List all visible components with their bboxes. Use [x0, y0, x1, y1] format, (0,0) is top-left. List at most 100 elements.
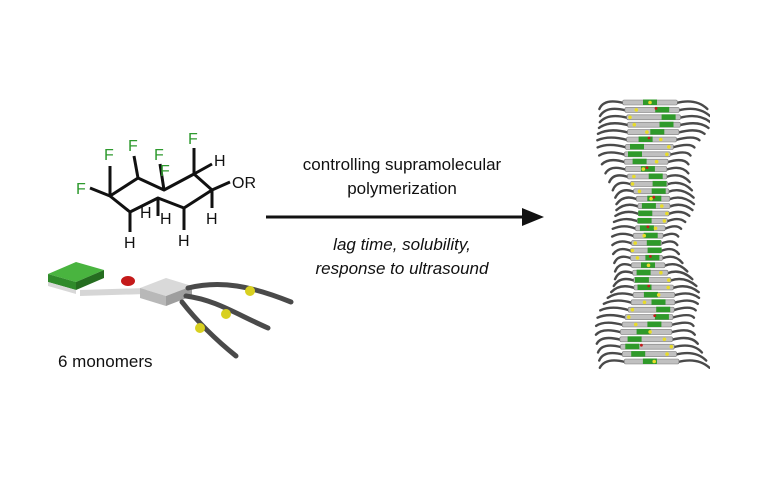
core-top — [48, 262, 104, 282]
side-chain — [660, 255, 684, 265]
atom-f-5: F — [76, 181, 86, 198]
alkyl-chains — [179, 281, 294, 359]
side-chain — [667, 189, 695, 199]
polymer-layer — [612, 277, 698, 288]
core-block — [630, 143, 644, 150]
accent-dot — [633, 241, 637, 245]
side-chain — [675, 100, 709, 111]
side-chain — [611, 181, 633, 192]
polymer-layer — [614, 210, 691, 218]
core-block — [639, 225, 654, 231]
amide-dot — [654, 107, 658, 110]
polymer-layer — [611, 240, 679, 247]
side-chain — [661, 232, 680, 238]
atom-h-2: H — [124, 235, 136, 252]
core-block — [627, 336, 642, 342]
branch-point-1 — [245, 286, 255, 296]
core-block — [631, 351, 646, 357]
polymer-layer — [599, 306, 697, 313]
side-chain — [598, 351, 625, 362]
side-chain — [598, 100, 625, 111]
polymer-layer — [615, 203, 694, 212]
polymer-layer — [600, 158, 690, 166]
side-chain — [600, 158, 627, 166]
accent-dot — [665, 152, 669, 157]
core-block — [652, 180, 667, 187]
core-block — [640, 166, 655, 172]
polymer-layer — [606, 291, 701, 300]
side-chain — [663, 263, 689, 273]
polymer-layer — [615, 195, 696, 206]
polymer-layer — [608, 173, 692, 184]
process-line-2: polymerization — [347, 179, 457, 198]
side-chain — [678, 114, 710, 124]
core-block — [646, 240, 661, 246]
accent-dot — [659, 270, 663, 275]
side-chain — [602, 299, 634, 306]
side-chain — [674, 136, 701, 142]
atom-h-3: H — [140, 205, 152, 222]
amide-dot — [647, 284, 651, 288]
polymer-layer — [596, 343, 704, 354]
polymer-layer — [611, 225, 683, 232]
side-chain — [599, 306, 631, 312]
side-chain — [606, 292, 636, 300]
side-chain — [612, 217, 639, 224]
side-chain — [670, 336, 700, 345]
cyclohexane-structure: F F F F F F H H H H H H OR — [76, 131, 256, 252]
core-block — [632, 158, 647, 165]
side-chain — [613, 255, 633, 265]
core-block — [661, 114, 676, 120]
side-chain — [615, 196, 638, 206]
accent-dot — [660, 204, 664, 208]
atom-f-2: F — [128, 138, 138, 155]
process-description: controlling supramolecular polymerizatio… — [262, 153, 542, 201]
core-block — [648, 173, 663, 179]
core-block — [634, 277, 649, 283]
accent-dot — [667, 145, 671, 149]
accent-dot — [645, 130, 649, 134]
accent-dot — [627, 315, 631, 319]
atom-f-4: F — [188, 131, 198, 148]
atom-f-1: F — [104, 147, 114, 164]
polymer-layer — [598, 358, 710, 369]
accent-dot — [637, 189, 642, 194]
side-chain — [596, 344, 623, 354]
side-chain — [666, 158, 690, 166]
arrow-head — [522, 208, 544, 226]
conditions-line-2: response to ultrasound — [315, 259, 489, 278]
side-chain — [665, 181, 694, 192]
accent-dot — [630, 307, 635, 312]
side-chain — [609, 285, 636, 294]
core-block — [628, 151, 642, 157]
core-block — [636, 269, 651, 276]
polymer-layer — [596, 129, 706, 136]
polymer-layer — [613, 262, 689, 273]
polymer-layer — [598, 99, 709, 111]
side-chain — [608, 174, 630, 184]
accent-dot — [630, 248, 635, 253]
accent-dot — [646, 263, 651, 268]
polymer-layer — [610, 232, 680, 239]
side-chain — [613, 263, 634, 273]
polymer-layer — [609, 284, 700, 294]
accent-dot — [628, 115, 632, 120]
side-chain — [677, 107, 710, 118]
core-block — [647, 247, 662, 253]
process-line-1: controlling supramolecular — [302, 155, 502, 174]
side-chain — [614, 210, 640, 218]
polymer-layer — [614, 188, 695, 199]
side-chain — [672, 292, 701, 300]
accent-dot — [649, 196, 653, 201]
monomer-cartoon — [48, 262, 294, 359]
side-chain — [595, 336, 622, 345]
core-side-left — [48, 274, 76, 290]
polymer-layer — [596, 136, 701, 143]
side-chain — [597, 122, 630, 130]
polymer-layer — [596, 313, 696, 320]
side-chain — [604, 166, 628, 175]
accent-dot — [659, 137, 663, 142]
accent-dot — [653, 226, 658, 231]
amide-dot — [647, 136, 651, 140]
